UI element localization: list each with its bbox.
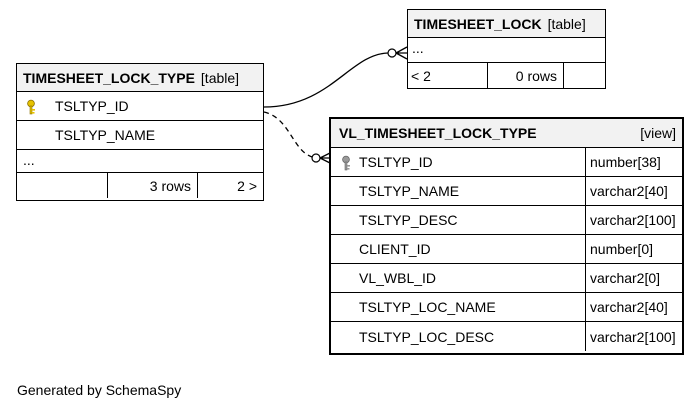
footer-right-cell — [563, 63, 605, 88]
table-footer: < 2 0 rows — [408, 63, 605, 88]
column-row[interactable]: TSLTYP_ID — [17, 92, 263, 121]
table-kind: [table] — [547, 15, 586, 32]
footer-left-cell — [17, 173, 107, 198]
primary-key-icon — [342, 155, 350, 171]
table-footer: 3 rows 2 > — [17, 173, 263, 198]
relationship-optional-marker — [387, 48, 397, 58]
table-header: TIMESHEET_LOCK [table] — [408, 10, 605, 38]
ellipsis: ... — [23, 152, 35, 168]
table-name: TIMESHEET_LOCK_TYPE — [23, 69, 195, 86]
relationship-dashed-line — [263, 111, 313, 158]
column-name: TSLTYP_NAME — [359, 183, 460, 199]
table-name: VL_TIMESHEET_LOCK_TYPE — [339, 125, 537, 141]
more-columns-row: ... — [408, 38, 605, 63]
column-row[interactable]: TSLTYP_NAME — [17, 121, 263, 150]
more-columns-row: ... — [17, 150, 263, 173]
column-name: TSLTYP_LOC_DESC — [359, 328, 495, 345]
table-name: TIMESHEET_LOCK — [414, 15, 542, 32]
relationship-crowsfoot — [395, 46, 408, 60]
relationship-solid-line — [263, 52, 389, 108]
table-header: TIMESHEET_LOCK_TYPE [table] — [17, 64, 263, 92]
table-kind: [table] — [200, 69, 240, 86]
next-link[interactable]: 2 > — [197, 173, 263, 198]
column-row[interactable]: TSLTYP_NAME varchar2[40] — [331, 177, 682, 206]
table-kind: [view] — [640, 125, 676, 141]
column-type: varchar2[100] — [585, 322, 676, 351]
column-type: varchar2[0] — [585, 264, 660, 292]
column-row[interactable]: TSLTYP_ID number[38] — [331, 148, 682, 177]
column-name: TSLTYP_DESC — [359, 212, 458, 228]
timesheet-lock-type-table[interactable]: TIMESHEET_LOCK_TYPE [table] TSLTYP_ID TS… — [16, 63, 264, 201]
column-type: varchar2[40] — [585, 177, 668, 205]
column-name: CLIENT_ID — [359, 241, 431, 257]
column-row[interactable]: TSLTYP_LOC_DESC varchar2[100] — [331, 322, 682, 351]
primary-key-icon — [27, 99, 35, 115]
column-name: TSLTYP_NAME — [55, 127, 156, 143]
column-row[interactable]: TSLTYP_LOC_NAME varchar2[40] — [331, 293, 682, 322]
relationship-view-optional-marker — [311, 153, 321, 163]
column-row[interactable]: VL_WBL_ID varchar2[0] — [331, 264, 682, 293]
column-type: number[0] — [585, 235, 653, 263]
column-name: TSLTYP_LOC_NAME — [359, 299, 496, 315]
column-type: varchar2[100] — [585, 206, 676, 234]
generated-by-credit: Generated by SchemaSpy — [17, 382, 182, 398]
column-row[interactable]: TSLTYP_DESC varchar2[100] — [331, 206, 682, 235]
table-header: VL_TIMESHEET_LOCK_TYPE [view] — [331, 119, 682, 148]
row-count: 3 rows — [107, 173, 197, 198]
column-row[interactable]: CLIENT_ID number[0] — [331, 235, 682, 264]
ellipsis: ... — [412, 40, 424, 56]
prev-link[interactable]: < 2 — [411, 67, 431, 84]
column-type: varchar2[40] — [585, 293, 668, 321]
column-name: VL_WBL_ID — [359, 270, 437, 286]
column-name: TSLTYP_ID — [359, 154, 433, 170]
vl-timesheet-lock-type-view[interactable]: VL_TIMESHEET_LOCK_TYPE [view] TSLTYP_ID … — [329, 117, 684, 355]
row-count: 0 rows — [487, 63, 563, 88]
column-name: TSLTYP_ID — [55, 98, 129, 114]
column-type: number[38] — [585, 148, 661, 176]
relationship-view-crowsfoot — [319, 152, 331, 164]
timesheet-lock-table[interactable]: TIMESHEET_LOCK [table] ... < 2 0 rows — [407, 9, 606, 89]
